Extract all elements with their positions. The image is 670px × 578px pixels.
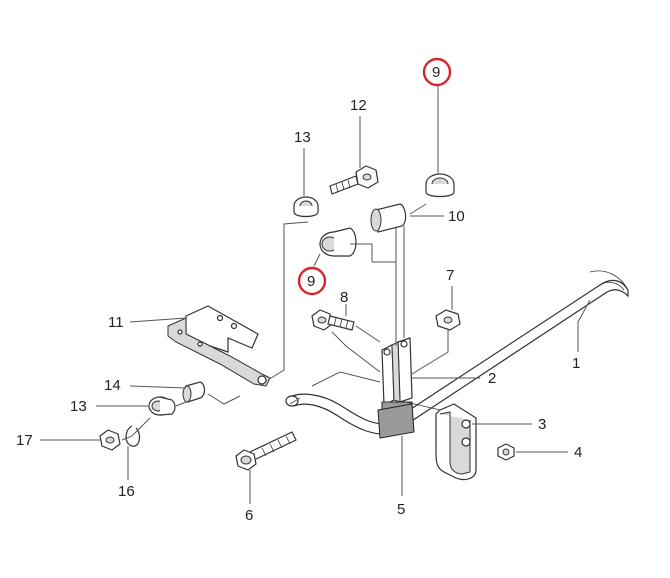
callout-1: 1 (572, 355, 580, 372)
mounting-bracket-11-part (167, 305, 271, 387)
nut-7-part (435, 309, 461, 331)
callout-9-lower: 9 (307, 273, 315, 290)
callout-13-lower: 13 (70, 398, 87, 415)
callout-leaders (40, 86, 591, 504)
snap-ring-16-part (125, 425, 141, 447)
callout-8: 8 (340, 289, 348, 306)
callout-5: 5 (397, 501, 405, 518)
callout-6: 6 (245, 507, 253, 524)
callout-4: 4 (574, 444, 582, 461)
callout-17: 17 (16, 432, 33, 449)
bolt-12-part (329, 165, 379, 195)
stabilizer-bar-part (285, 270, 629, 435)
callout-11: 11 (108, 314, 124, 331)
callout-13-upper: 13 (294, 129, 311, 146)
assembly-lines (121, 203, 449, 441)
callout-3: 3 (538, 416, 546, 433)
callout-16: 16 (118, 483, 135, 500)
callout-10: 10 (448, 208, 465, 225)
nut-17-part (99, 429, 121, 451)
callout-2: 2 (488, 370, 496, 387)
bushing-13-lower-part (148, 396, 176, 416)
bushing-9-upper-part (425, 173, 455, 198)
clamp-bracket-part (405, 401, 477, 481)
nut-4-part (497, 443, 515, 461)
bushing-13-upper-part (293, 196, 319, 218)
long-bolt-part (235, 431, 297, 471)
sleeve-10-part (370, 203, 407, 233)
callout-9-upper-highlight (422, 57, 452, 87)
callout-9-upper: 9 (432, 64, 440, 81)
bushing-9-lower-part (319, 227, 357, 257)
bushing-clamp-part (377, 403, 415, 439)
callout-14: 14 (104, 377, 121, 394)
callout-labels: 1 2 3 4 5 6 7 8 9 9 10 11 12 13 13 14 16… (16, 57, 582, 524)
sleeve-14-part (182, 381, 206, 403)
callout-12: 12 (350, 97, 367, 114)
callout-9-lower-highlight (297, 266, 327, 296)
callout-7: 7 (446, 267, 454, 284)
bolt-8-part (311, 309, 355, 331)
